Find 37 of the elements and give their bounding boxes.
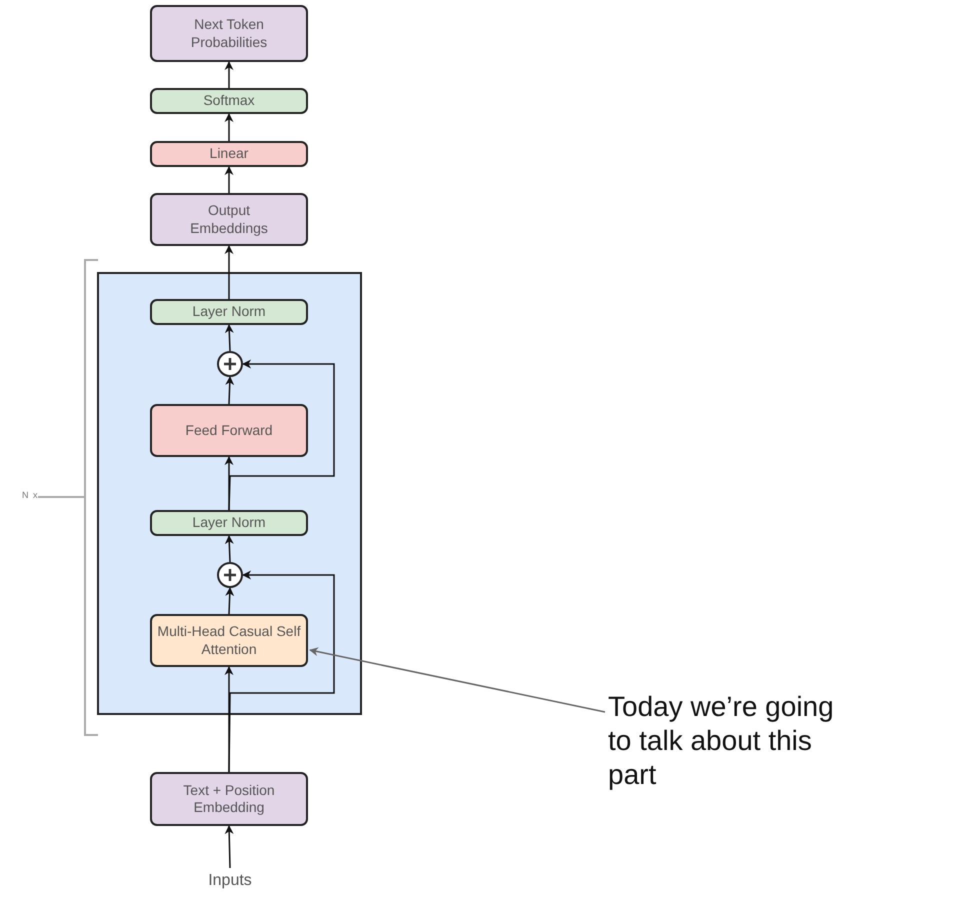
- box-label: Next Token Probabilities: [190, 16, 268, 51]
- embedding-box: [150, 193, 308, 246]
- arrow: [228, 360, 335, 510]
- layer-norm-box: [150, 299, 308, 325]
- box-label: Linear: [208, 145, 250, 163]
- arrow: [224, 113, 234, 141]
- box-label: Feed Forward: [184, 422, 274, 440]
- decoder-block: [97, 272, 362, 715]
- arrow: [225, 587, 234, 614]
- repeat-label: N x: [22, 490, 38, 500]
- box-label: Multi-Head Casual Self Attention: [156, 623, 302, 658]
- arrow: [224, 245, 234, 299]
- embedding-box: [150, 772, 308, 826]
- box-label: Softmax: [202, 92, 256, 110]
- output-box: [150, 5, 308, 62]
- input-label: Inputs: [195, 868, 265, 894]
- arrow: [228, 570, 335, 772]
- arrow: [224, 61, 234, 88]
- arrow: [224, 825, 234, 868]
- softmax-box: [150, 88, 308, 114]
- arrow: [224, 535, 234, 562]
- arrow: [225, 376, 234, 404]
- box-label: Layer Norm: [191, 514, 267, 532]
- feed-forward-box: [150, 404, 308, 457]
- leader-arrow: [309, 647, 606, 713]
- arrow: [224, 666, 234, 772]
- callout-text: Today we’re going to talk about this part: [608, 686, 848, 796]
- add-circle: [217, 351, 243, 377]
- arrow: [224, 324, 234, 352]
- box-label: Output Embeddings: [189, 202, 269, 237]
- attention-box: [150, 614, 308, 667]
- add-circle: [217, 562, 243, 588]
- arrow: [224, 166, 234, 193]
- layer-norm-box: [150, 510, 308, 536]
- box-label: Layer Norm: [191, 303, 267, 321]
- box-label: Text + Position Embedding: [182, 782, 276, 816]
- linear-box: [150, 141, 308, 167]
